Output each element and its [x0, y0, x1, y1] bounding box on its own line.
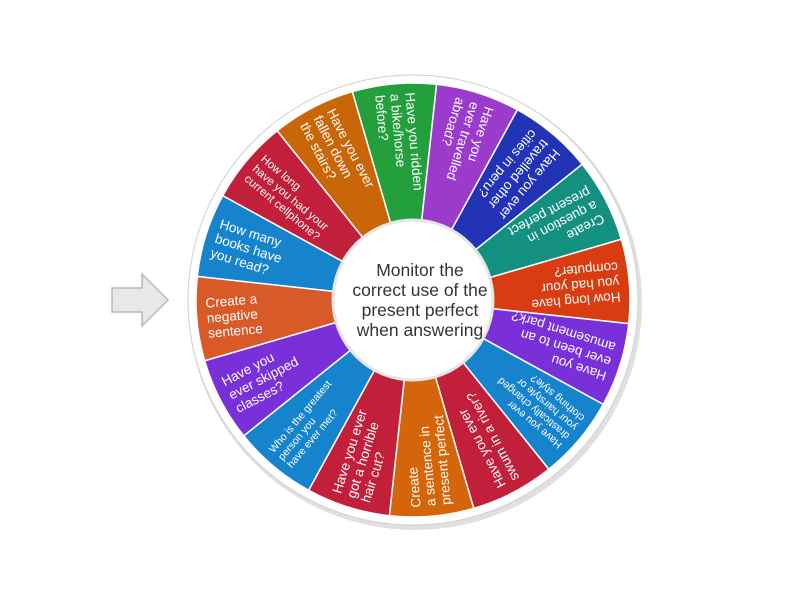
wheel-segment-label: Have you riddena bike/horsebefore? — [372, 92, 426, 194]
wheel-hub — [331, 218, 495, 382]
wheel-segment-label: Create anegativesentence — [205, 291, 264, 341]
wheel-segment-label: How long haveyou had yourcomputer? — [528, 259, 621, 312]
wheel-center-text: Monitor the correct use of the present p… — [352, 260, 488, 340]
arrow-right-icon — [111, 272, 170, 328]
